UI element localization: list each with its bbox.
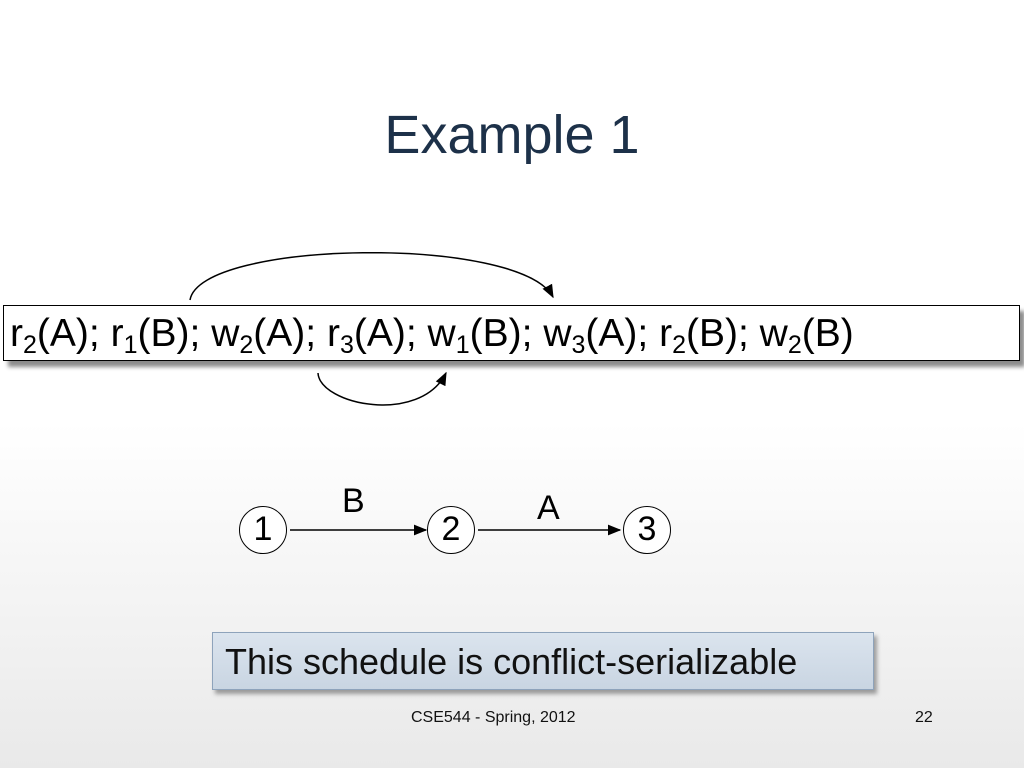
graph-node-1: 1 — [239, 506, 287, 554]
footer-course: CSE544 - Spring, 2012 — [411, 709, 576, 726]
edge-label-1-2: B — [342, 482, 365, 520]
graph-node-3: 3 — [623, 506, 671, 554]
schedule-text: r2(A); r1(B); w2(A); r3(A); w1(B); w3(A)… — [10, 310, 854, 358]
op-6: w3(A); — [543, 312, 660, 359]
op-4: r3(A); — [326, 312, 428, 359]
op-3: w2(A); — [211, 312, 327, 359]
footer-page-number: 22 — [915, 709, 933, 726]
op-7: r2(B); — [659, 312, 760, 359]
slide-title: Example 1 — [384, 105, 640, 165]
schedule-box: r2(A); r1(B); w2(A); r3(A); w1(B); w3(A)… — [3, 305, 1020, 361]
conclusion-text: This schedule is conflict-serializable — [225, 641, 798, 682]
conclusion-box: This schedule is conflict-serializable — [212, 632, 874, 690]
edge-label-2-3: A — [537, 489, 560, 527]
op-5: w1(B); — [427, 312, 544, 359]
op-1: r2(A); — [10, 312, 111, 359]
op-2: r1(B); — [110, 312, 212, 359]
conflict-arc-lower — [317, 371, 447, 406]
op-8: w2(B) — [759, 312, 854, 359]
graph-node-2: 2 — [427, 506, 475, 554]
conflict-arc-upper — [189, 252, 554, 301]
